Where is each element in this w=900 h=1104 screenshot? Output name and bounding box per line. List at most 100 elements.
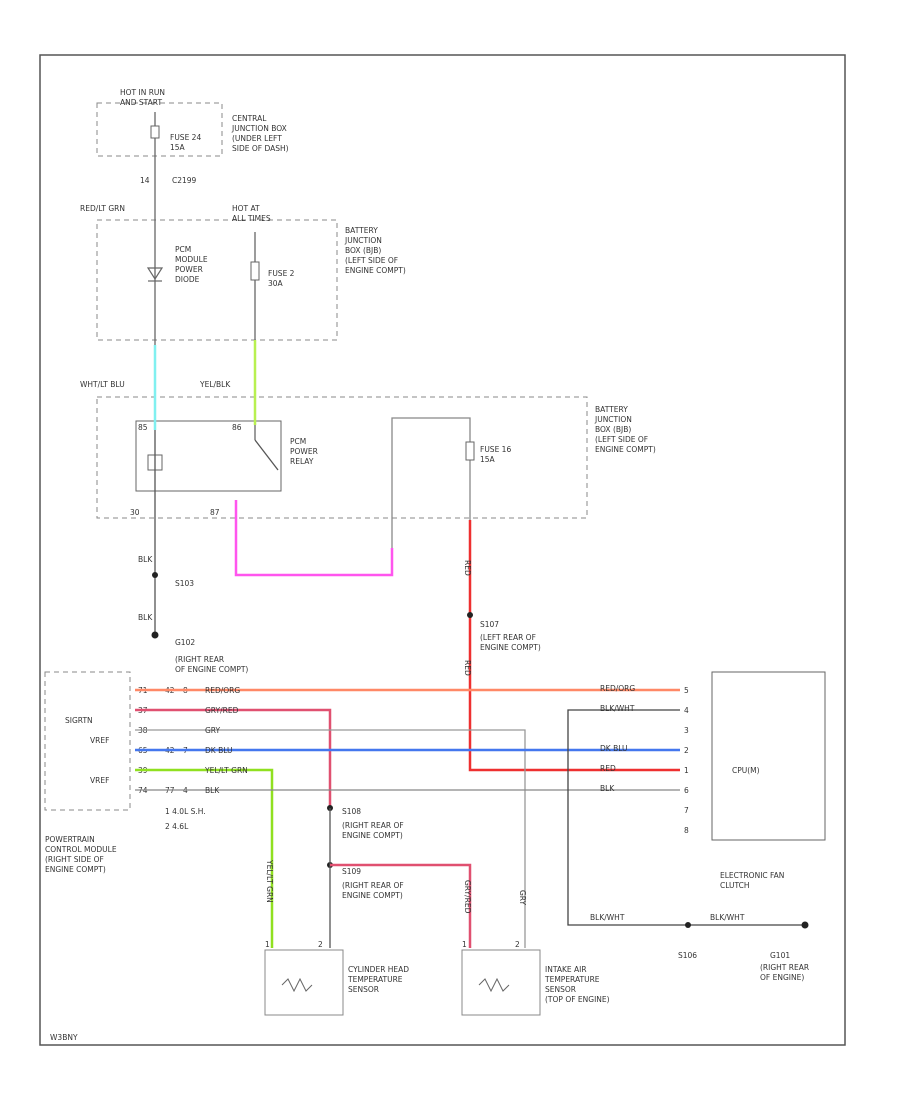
cht-sensor-box: [264, 949, 344, 1016]
fan-pin-8: 8: [684, 826, 689, 835]
wire-red-above-label: RED: [463, 560, 472, 576]
iat-pin-2: 2: [515, 940, 520, 949]
bjb-upper: [96, 219, 338, 341]
fan-wire-label-4: BLK/WHT: [600, 704, 635, 713]
wire-yel-ltgrn-trace: [135, 768, 274, 948]
fuse16-symbol: [465, 441, 475, 461]
ground-g101: G101: [770, 951, 790, 960]
s106-dot: [685, 922, 691, 928]
relay-switch-icon: [254, 439, 279, 471]
connector-c2199: C2199: [172, 176, 197, 185]
fan-pin-5: 5: [684, 686, 689, 695]
cht-pin-1: 1: [265, 940, 270, 949]
splice-s106: S106: [678, 951, 697, 960]
wire-red-org-label-left: RED/ORG: [205, 686, 240, 695]
fan-wire-label-5: RED/ORG: [600, 684, 635, 693]
ground-g102: G102: [175, 638, 195, 647]
wire-blk-wht-trace: [567, 709, 805, 926]
bjb-lower: [96, 396, 588, 519]
fan-clutch-box: [711, 671, 826, 841]
splice-s108: S108: [342, 807, 361, 816]
wire-red-ltgrn: RED/LT GRN: [80, 204, 125, 213]
wire-gry-trace: [135, 729, 526, 948]
pcm-vref-2: VREF: [90, 776, 109, 785]
splice-s107: S107: [480, 620, 499, 629]
fan-pin-7: 7: [684, 806, 689, 815]
fuse16-wire: [391, 417, 471, 548]
diode-icon: [146, 267, 164, 281]
wire-pink-trace: [234, 500, 394, 577]
cht-pin-2: 2: [318, 940, 323, 949]
iat-wire-left-label: GRY/RED: [463, 880, 472, 914]
splice-s103: S103: [175, 579, 194, 588]
fuse24-pin: 14: [140, 176, 150, 185]
wire-yel-blk: YEL/BLK: [199, 380, 231, 389]
wire-wht-ltblu: WHT/LT BLU: [80, 380, 125, 389]
pcm-sigrtn: SIGRTN: [65, 716, 93, 725]
fan-wire-label-2: DK BLU: [600, 744, 628, 753]
relay-pin-87: 87: [210, 508, 220, 517]
wire-yel-ltgrn-label: YEL/LT GRN: [204, 766, 248, 775]
cht-wire-label: YEL/LT GRN: [265, 859, 274, 903]
iat-signal-trace: [330, 863, 472, 948]
fan-pin-2: 2: [684, 746, 689, 755]
wire-gry-red-trace: [135, 708, 332, 808]
fan-pin-3: 3: [684, 726, 689, 735]
s107-dot: [467, 612, 473, 618]
fan-pin-1: 1: [684, 766, 689, 775]
relay-pin-30: 30: [130, 508, 140, 517]
s103-dot: [152, 572, 158, 578]
fan-clutch-inner: CPU(M): [732, 766, 760, 775]
fuse2-symbol: [250, 261, 260, 281]
pcm-footnote-1: 1 4.0L S.H.: [165, 807, 206, 816]
cht-sensor-icon: [281, 977, 313, 993]
pcm-power-relay-box: [135, 420, 282, 492]
fan-gnd-wire-1: BLK/WHT: [590, 913, 625, 922]
wire-gry-red-label: GRY/RED: [205, 706, 239, 715]
pcm-vref-1: VREF: [90, 736, 109, 745]
fan-gnd-wire-2: BLK/WHT: [710, 913, 745, 922]
relay-pin-85: 85: [138, 423, 148, 432]
wire-dkblu-label-left: DK BLU: [205, 746, 233, 755]
splice-s109: S109: [342, 867, 361, 876]
fan-wire-label-6: BLK: [600, 784, 615, 793]
iat-pin-1: 1: [462, 940, 467, 949]
g102-dot: [151, 631, 159, 639]
iat-wire-right-label: GRY: [518, 890, 527, 906]
fan-pin-6: 6: [684, 786, 689, 795]
wire-blk-label-left: BLK: [205, 786, 220, 795]
wire-red-below-label: RED: [463, 660, 472, 676]
pcm-box: [44, 671, 131, 811]
iat-sensor-box: [461, 949, 541, 1016]
fan-pin-4: 4: [684, 706, 689, 715]
iat-sensor-icon: [478, 977, 510, 993]
diagram-frame: [39, 54, 846, 1046]
wire-blk-2: BLK: [138, 613, 153, 622]
wire-red-trace: [468, 520, 680, 772]
diagram-code: W3BNY: [50, 1033, 78, 1042]
g101-dot: [801, 921, 809, 929]
pcm-footnote-2: 2 4.6L: [165, 822, 189, 831]
fuse24-symbol: [150, 125, 160, 139]
wire-blk-1: BLK: [138, 555, 153, 564]
